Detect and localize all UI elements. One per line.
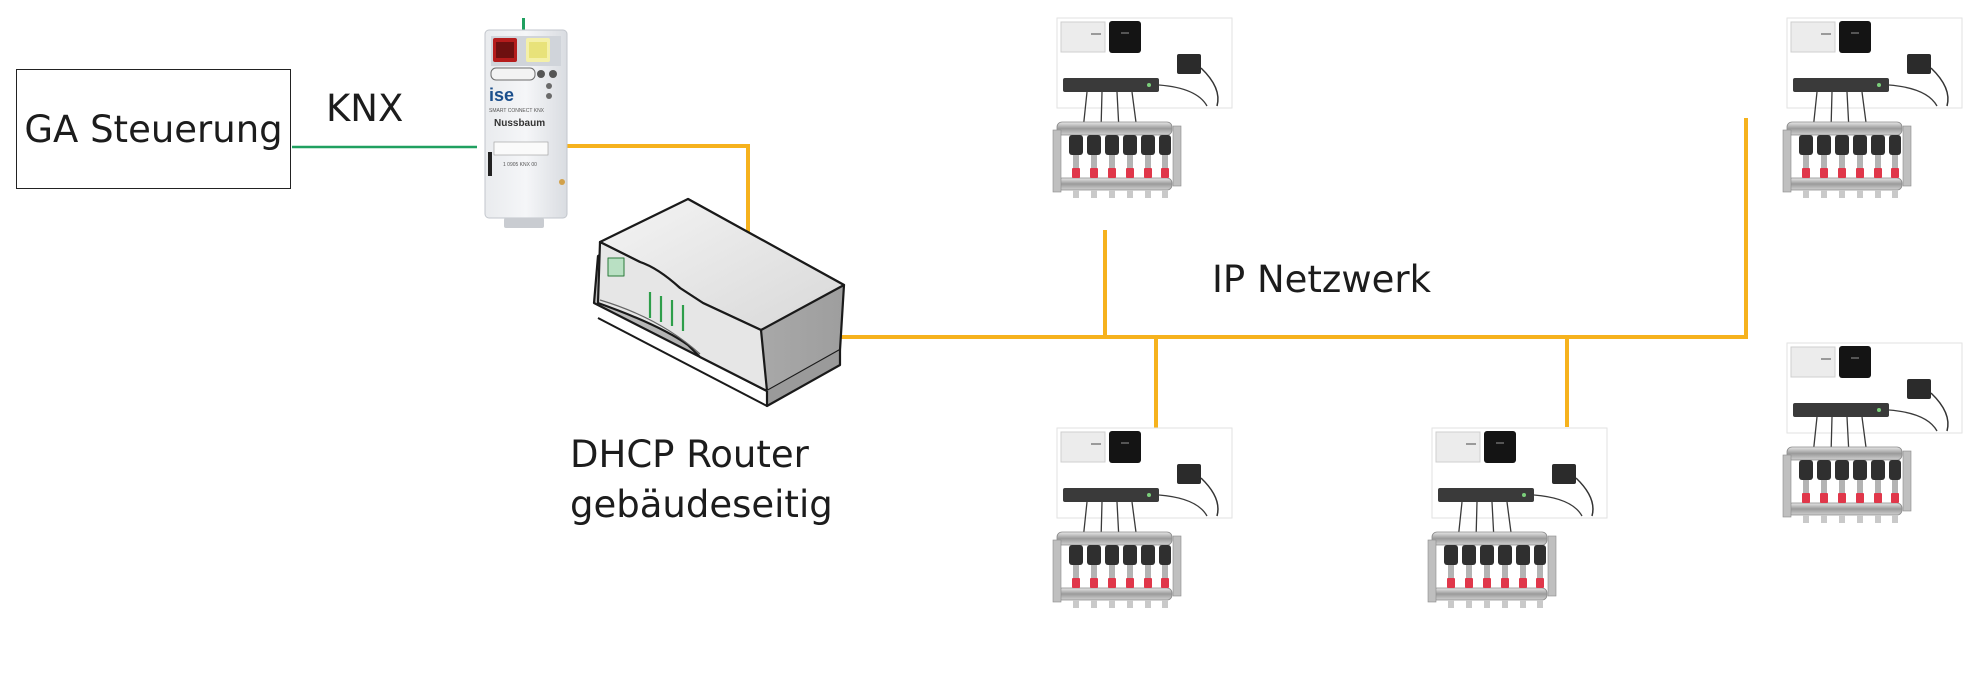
gateway-brand: ise <box>489 85 514 105</box>
ip-network-label: IP Netzwerk <box>1212 258 1432 301</box>
gateway-name: Nussbaum <box>494 118 545 129</box>
heating-station-3 <box>1782 342 1963 524</box>
heating-station-5 <box>1427 427 1608 609</box>
heating-station-4 <box>1052 427 1233 609</box>
heating-station-2 <box>1782 17 1963 199</box>
knx-ip-gateway-icon: ise SMART CONNECT KNX Nussbaum 1 0905 KN… <box>484 18 568 228</box>
router-label-line2: gebäudeseitig <box>570 483 833 526</box>
heating-station-1 <box>1052 17 1233 199</box>
ga-controller-box: GA Steuerung <box>16 69 291 189</box>
network-router-icon <box>592 197 846 408</box>
router-label-line1: DHCP Router <box>570 433 809 476</box>
ip-network-lines <box>563 118 1748 430</box>
ga-controller-label: GA Steuerung <box>24 107 283 151</box>
gateway-product: SMART CONNECT KNX <box>489 108 545 114</box>
gateway-code: 1 0905 KNX 00 <box>503 162 537 168</box>
knx-label: KNX <box>326 87 404 130</box>
